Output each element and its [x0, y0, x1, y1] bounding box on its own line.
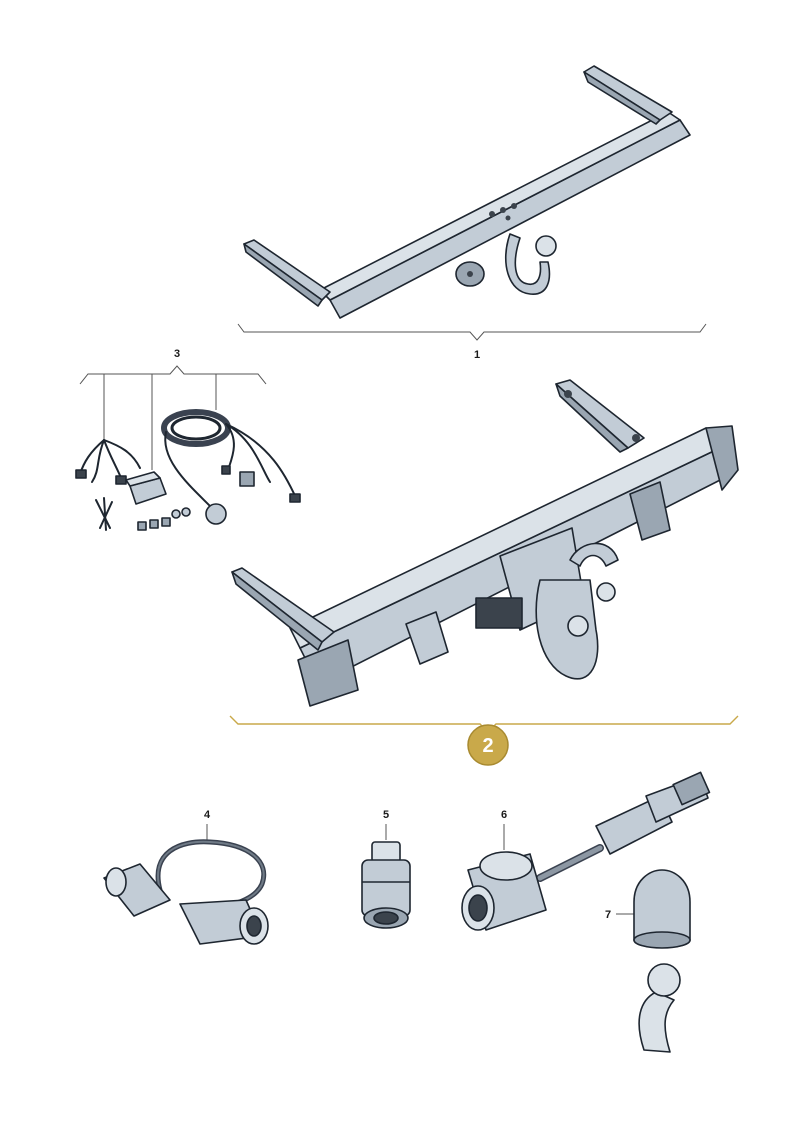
callout-1-bracket [237, 323, 707, 341]
part-5-plug[interactable] [361, 841, 411, 929]
part-1-tow-bar[interactable] [243, 65, 691, 319]
part-3-wiring-kit[interactable] [75, 409, 301, 531]
tow-ball-icon [535, 235, 557, 257]
callout-3-label[interactable]: 3 [174, 348, 180, 360]
ball-head-icon [647, 963, 681, 997]
part-2-detachable-tow-bar[interactable] [231, 379, 739, 707]
callout-2-badge[interactable]: 2 [467, 724, 509, 766]
detachable-ball-icon [596, 582, 616, 602]
part-4-adapter-cable[interactable] [103, 839, 269, 945]
callout-5-label[interactable]: 5 [383, 809, 389, 821]
part-7-ball-cover[interactable] [633, 869, 691, 1053]
callout-2-label: 2 [482, 735, 493, 757]
callout-6-label[interactable]: 6 [501, 809, 507, 821]
callout-7-label[interactable]: 7 [605, 909, 611, 921]
part-6-socket[interactable] [461, 771, 711, 931]
callout-1-label[interactable]: 1 [474, 349, 480, 361]
callout-4-label[interactable]: 4 [204, 809, 211, 821]
callout-3-bracket [79, 365, 267, 385]
